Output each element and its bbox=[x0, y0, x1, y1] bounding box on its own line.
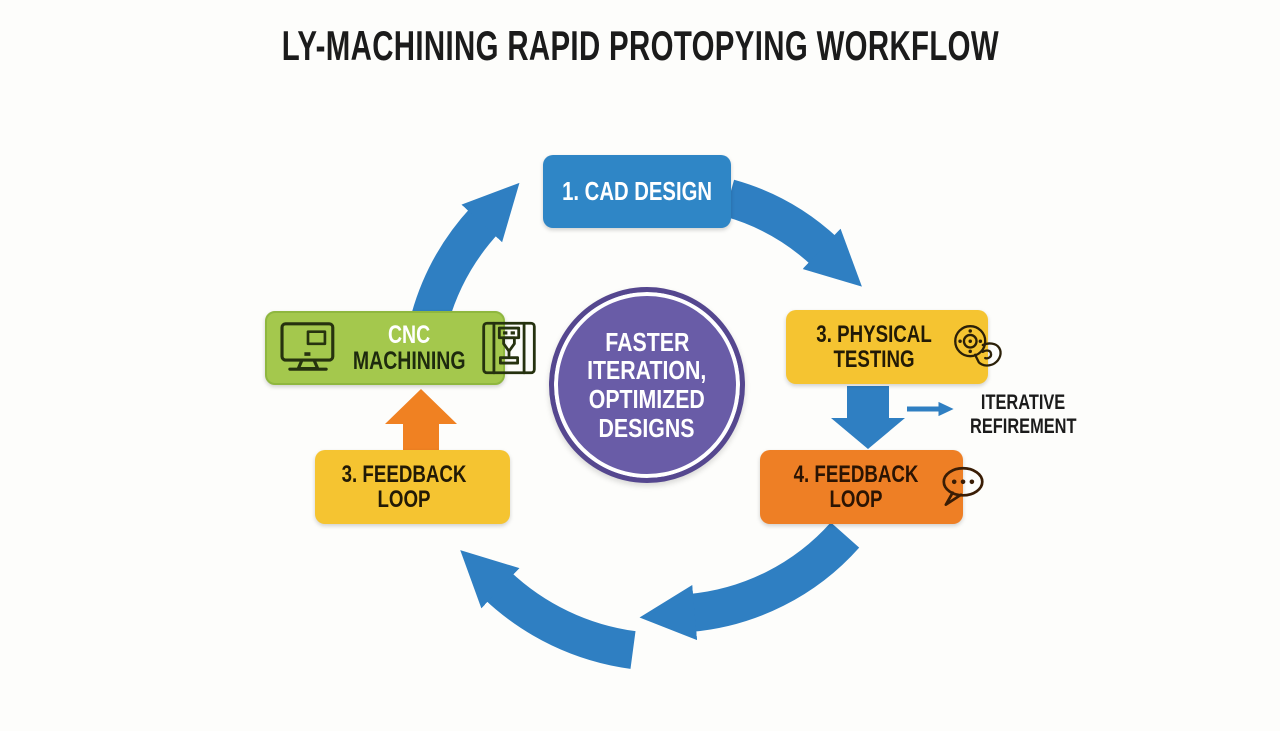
feedback-loop-4-label-line1: 4. FEEDBACK bbox=[793, 460, 919, 488]
feedback-loop-3-label-line2: LOOP bbox=[377, 486, 431, 513]
speech-bubble-icon bbox=[936, 464, 988, 510]
page-title-text: LY-MACHINING RAPID PROTOPYING WORKFLOW bbox=[281, 22, 999, 69]
node-cad-design: 1. CAD DESIGN bbox=[543, 155, 731, 228]
computer-monitor-icon bbox=[279, 320, 337, 376]
cnc-machining-label-line1: CNC bbox=[388, 320, 431, 349]
arc-arrow-feedback4-to-bottom bbox=[639, 522, 860, 641]
arc-arrow-bottom-to-feedback3 bbox=[460, 550, 636, 669]
center-circle-line1: FASTER bbox=[604, 326, 690, 357]
center-circle-line3: OPTIMIZED bbox=[588, 384, 706, 414]
center-circle-line4: DESIGNS bbox=[599, 412, 695, 443]
iterative-refinement-line2: REFIREMENT bbox=[969, 414, 1077, 438]
center-benefit-circle: FASTER ITERATION, OPTIMIZED DESIGNS bbox=[549, 287, 745, 483]
physical-testing-label-line2: TESTING bbox=[833, 346, 915, 373]
physical-testing-label-line1: 3. PHYSICAL bbox=[816, 320, 932, 348]
block-arrow-testing-to-feedback4 bbox=[831, 386, 905, 449]
iterative-refinement-line1: ITERATIVE bbox=[980, 391, 1066, 414]
cad-design-label: 1. CAD DESIGN bbox=[562, 176, 712, 206]
page-title: LY-MACHINING RAPID PROTOPYING WORKFLOW bbox=[0, 22, 1280, 70]
arc-arrow-cnc-to-cad bbox=[411, 182, 520, 324]
arc-arrow-cad-to-testing bbox=[723, 179, 862, 287]
cnc-machining-label-line2: MACHINING bbox=[352, 347, 466, 375]
node-feedback-loop-4: 4. FEEDBACK LOOP bbox=[760, 450, 984, 524]
feedback-loop-3-label-line1: 3. FEEDBACK bbox=[341, 460, 467, 488]
iterative-refinement-label: ITERATIVE REFIREMENT bbox=[938, 391, 1108, 438]
node-physical-testing: 3. PHYSICAL TESTING bbox=[786, 310, 1002, 384]
part-inspection-hand-icon bbox=[948, 320, 1006, 374]
center-circle-line2: ITERATION, bbox=[587, 355, 707, 386]
node-feedback-loop-3: 3. FEEDBACK LOOP bbox=[315, 450, 510, 524]
block-arrow-feedback3-to-cnc bbox=[385, 389, 457, 452]
feedback-loop-4-label-line2: LOOP bbox=[829, 486, 883, 513]
node-cnc-machining: CNC MACHINING bbox=[265, 311, 537, 385]
cnc-machine-icon bbox=[481, 319, 537, 377]
